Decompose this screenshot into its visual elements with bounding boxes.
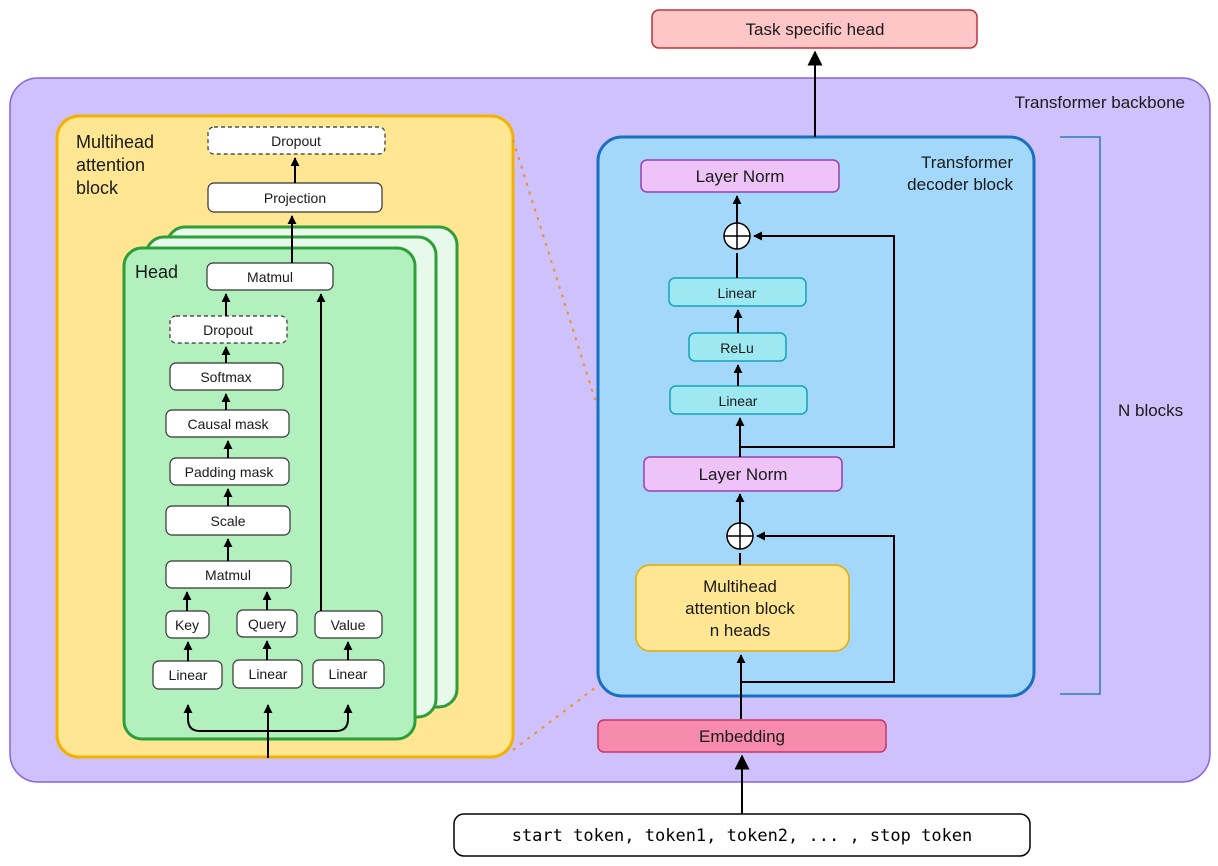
embedding-label: Embedding	[699, 727, 785, 746]
input-tokens-label: start token, token1, token2, ... , stop …	[512, 826, 973, 846]
dropout-box	[169, 315, 288, 344]
dropout-label: Dropout	[203, 322, 253, 338]
backbone-title: Transformer backbone	[1015, 93, 1185, 112]
value-box	[314, 610, 383, 639]
linear-key-label: Linear	[169, 667, 208, 683]
top-layer-norm-label: Layer Norm	[696, 167, 785, 186]
dropout-top-box	[207, 126, 386, 155]
n-blocks-bracket	[1060, 136, 1101, 695]
n-blocks-label: N blocks	[1118, 401, 1183, 420]
relu-label: ReLu	[720, 340, 753, 356]
projection-label: Projection	[264, 190, 326, 206]
causal-mask-box	[165, 409, 290, 438]
query-label: Query	[248, 616, 286, 632]
attention-block-box	[635, 564, 850, 652]
linear-value-label: Linear	[329, 666, 368, 682]
circle-plus-icon	[723, 222, 751, 250]
mid-layer-norm-box	[643, 456, 843, 492]
head-title: Head	[135, 262, 178, 282]
attention-block-line3: n heads	[710, 621, 771, 640]
attention-block-line2: attention block	[685, 599, 795, 618]
scale-label: Scale	[210, 513, 245, 529]
linear-top-label: Linear	[718, 285, 757, 301]
mha-title-line3: block	[76, 178, 119, 198]
matmul-top-box	[206, 262, 334, 291]
key-label: Key	[175, 617, 199, 633]
attention-block-line1: Multihead	[703, 577, 777, 596]
task-specific-head-box	[651, 9, 978, 49]
softmax-label: Softmax	[200, 369, 251, 385]
decoder-title-line2: decoder block	[907, 175, 1013, 194]
value-label: Value	[331, 617, 366, 633]
embedding-box	[597, 719, 887, 753]
linear-bottom-label: Linear	[719, 393, 758, 409]
dropout-top-label: Dropout	[271, 133, 321, 149]
padding-mask-box	[169, 457, 290, 486]
task-specific-head-label: Task specific head	[746, 20, 885, 39]
linear-query-label: Linear	[249, 666, 288, 682]
mha-title-line1: Multihead	[76, 132, 154, 152]
decoder-arrows	[732, 50, 895, 719]
decoder-title-line1: Transformer	[921, 153, 1013, 172]
matmul-label: Matmul	[205, 567, 251, 583]
zoom-guide-lines	[512, 139, 649, 751]
circle-plus-icon	[726, 522, 754, 550]
padding-mask-label: Padding mask	[185, 464, 275, 480]
mha-title-line2: attention	[76, 155, 145, 175]
head-arrows	[182, 157, 353, 758]
top-layer-norm-box	[640, 159, 840, 193]
mid-layer-norm-label: Layer Norm	[699, 465, 788, 484]
causal-mask-label: Causal mask	[188, 416, 270, 432]
matmul-top-label: Matmul	[247, 269, 293, 285]
